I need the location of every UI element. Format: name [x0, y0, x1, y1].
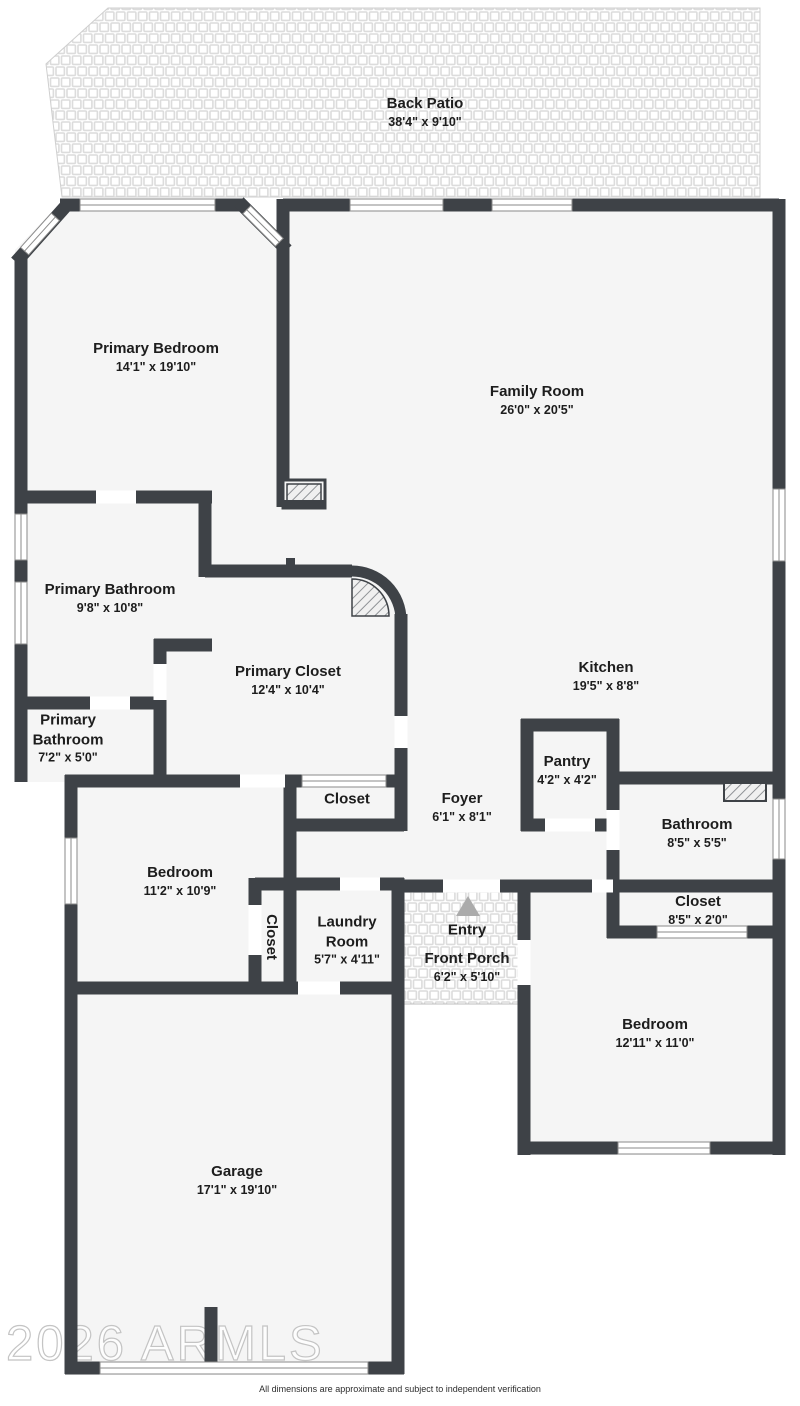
room-dims: 17'1" x 19'10" — [196, 1182, 278, 1197]
room-name: Primary Bedroom — [93, 340, 219, 358]
room-dims: 19'5" x 8'8" — [572, 678, 640, 693]
room-dims: 6'1" x 8'1" — [432, 809, 492, 824]
room-name: Closet — [324, 790, 370, 808]
room-name: Foyer — [441, 790, 483, 808]
room-name: Kitchen — [578, 659, 634, 677]
room-name: Bedroom — [147, 864, 213, 882]
room-name: Laundry — [317, 913, 377, 931]
room-label-primary-closet: Primary Closet 12'4" x 10'4" — [235, 662, 341, 698]
room-label-closet-vertical: Closet — [261, 914, 281, 960]
room-name: Closet — [262, 914, 280, 960]
room-name: Room — [325, 932, 369, 950]
bathroom-shower — [723, 782, 767, 802]
door-openings — [90, 490, 620, 995]
room-dims: 8'5" x 2'0" — [668, 912, 728, 927]
room-label-primary-bathroom-2: Primary Bathroom 7'2" x 5'0" — [33, 710, 104, 765]
room-label-bathroom: Bathroom 8'5" x 5'5" — [662, 815, 733, 851]
front-porch-area — [401, 881, 525, 1005]
room-dims: 12'4" x 10'4" — [251, 682, 325, 697]
room-name: Primary — [40, 711, 96, 729]
room-name: Bedroom — [622, 1016, 688, 1034]
room-label-family-room: Family Room 26'0" x 20'5" — [490, 382, 584, 418]
room-label-front-porch: Front Porch 6'2" x 5'10" — [425, 949, 510, 985]
corner-shower — [351, 578, 390, 617]
room-label-bedroom-3: Bedroom 12'11" x 11'0" — [616, 1015, 695, 1051]
room-name: Primary Closet — [235, 663, 341, 681]
room-label-foyer: Foyer 6'1" x 8'1" — [432, 789, 492, 825]
room-dims: 4'2" x 4'2" — [537, 772, 597, 787]
room-label-laundry: Laundry Room 5'7" x 4'11" — [314, 912, 380, 967]
room-fills — [15, 199, 785, 1375]
room-label-hall-closet: Closet — [324, 789, 370, 809]
room-label-garage: Garage 17'1" x 19'10" — [197, 1162, 277, 1198]
room-dims: 6'2" x 5'10" — [433, 969, 501, 984]
room-dims: 8'5" x 5'5" — [667, 835, 727, 850]
disclaimer-text: All dimensions are approximate and subje… — [259, 1384, 541, 1394]
entry-arrow-icon — [456, 896, 480, 916]
room-name: Back Patio — [386, 95, 464, 113]
room-dims: 38'4" x 9'10" — [388, 114, 462, 129]
room-name: Pantry — [543, 753, 591, 771]
room-name: Primary Bathroom — [44, 581, 176, 599]
room-name: Front Porch — [424, 950, 510, 968]
room-label-bedroom-2: Bedroom 11'2" x 10'9" — [144, 863, 217, 899]
room-name: Bathroom — [661, 816, 733, 834]
back-patio-area — [45, 7, 761, 198]
room-dims: 5'7" x 4'11" — [314, 952, 380, 967]
room-dims: 9'8" x 10'8" — [76, 600, 144, 615]
room-label-closet-2: Closet 8'5" x 2'0" — [668, 892, 728, 928]
room-dims: 26'0" x 20'5" — [500, 402, 574, 417]
room-label-primary-bedroom: Primary Bedroom 14'1" x 19'10" — [93, 339, 219, 375]
fireplace — [281, 478, 327, 510]
room-name: Garage — [211, 1163, 263, 1181]
room-label-kitchen: Kitchen 19'5" x 8'8" — [573, 658, 639, 694]
room-dims: 11'2" x 10'9" — [143, 883, 217, 898]
room-label-entry: Entry — [448, 920, 486, 940]
room-dims: 7'2" x 5'0" — [38, 750, 98, 765]
room-name: Entry — [447, 921, 487, 939]
room-dims: 12'11" x 11'0" — [615, 1035, 695, 1050]
room-dims: 14'1" x 19'10" — [115, 359, 197, 374]
windows — [14, 198, 786, 1375]
room-name: Bathroom — [32, 730, 104, 748]
room-name: Family Room — [489, 383, 585, 401]
room-label-primary-bathroom: Primary Bathroom 9'8" x 10'8" — [45, 580, 176, 616]
room-name: Closet — [675, 893, 721, 911]
room-label-pantry: Pantry 4'2" x 4'2" — [537, 752, 597, 788]
room-label-back-patio: Back Patio 38'4" x 9'10" — [387, 94, 464, 130]
